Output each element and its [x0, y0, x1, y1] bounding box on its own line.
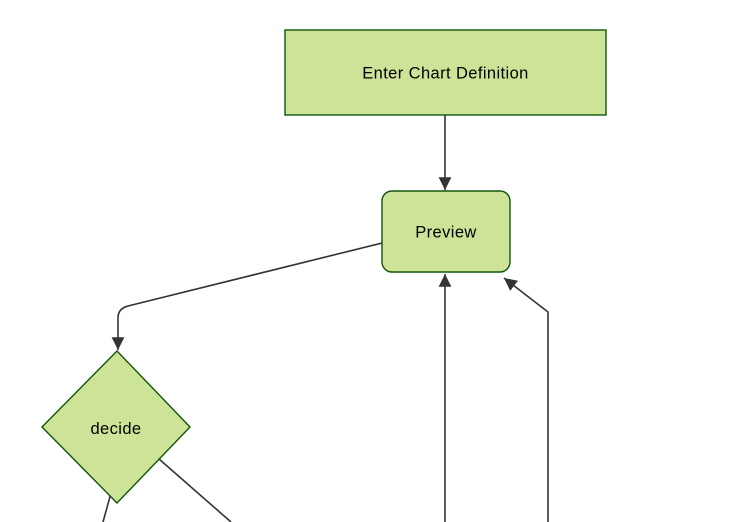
decide-diamond: [41, 349, 191, 505]
edge-decide-to-offscreen-right: [158, 458, 232, 522]
edge-decide-to-offscreen-left: [102, 492, 112, 522]
node-preview: Preview: [381, 190, 511, 273]
preview-label: Preview: [415, 223, 477, 241]
preview-box: [381, 190, 511, 273]
node-enter-chart-definition: Enter Chart Definition: [284, 29, 607, 116]
node-decide: decide: [41, 349, 191, 505]
edge-preview-to-decide: [111, 242, 383, 350]
edge-bottom-right-to-preview: [503, 277, 549, 522]
edge-layer: [102, 115, 549, 522]
enter-chart-definition-label: Enter Chart Definition: [362, 64, 529, 82]
decide-label: decide: [90, 420, 141, 438]
enter-chart-definition-box: [284, 29, 607, 116]
